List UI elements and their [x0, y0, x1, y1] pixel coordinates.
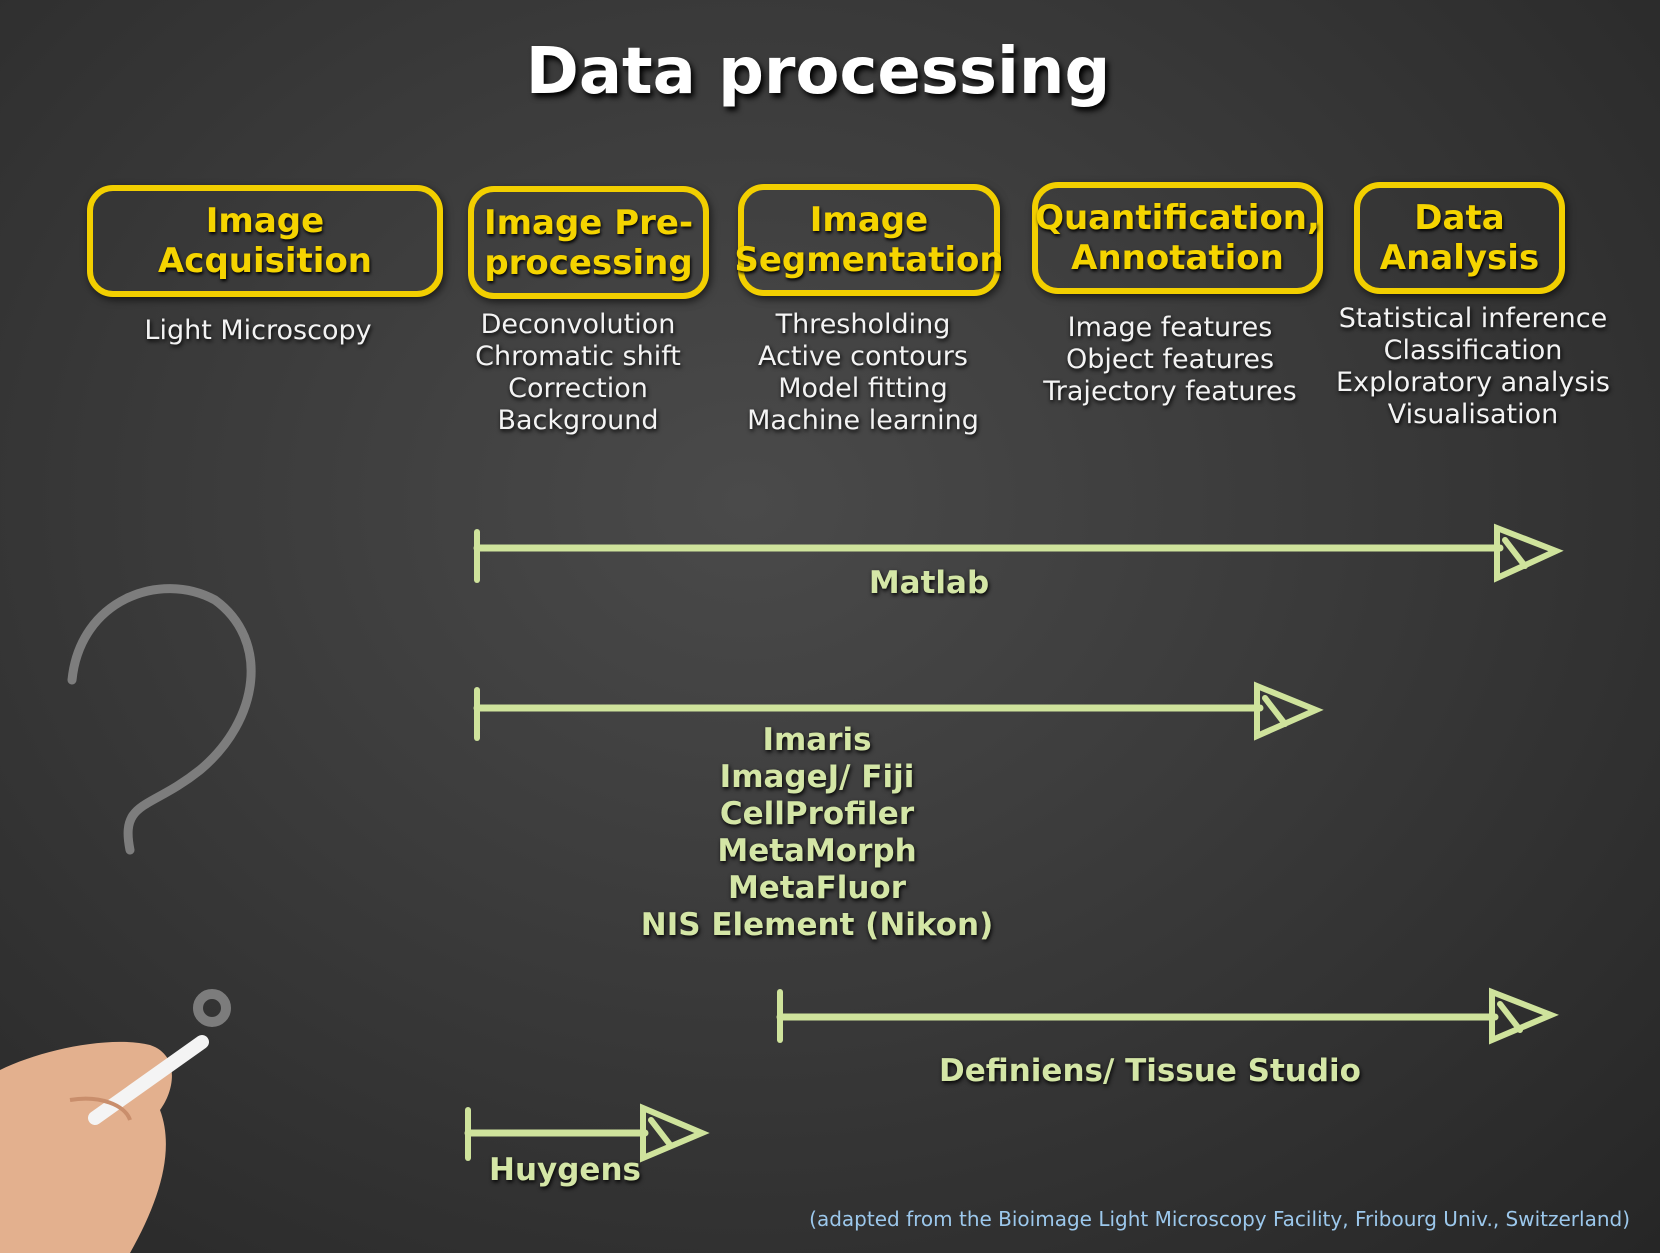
list-item: Thresholding: [775, 309, 951, 340]
arrow-huygens: [464, 1103, 710, 1163]
arrow-matlab: [473, 523, 1564, 583]
arrow-imaris-group: [473, 681, 1324, 741]
stage-label: Image Pre-: [483, 202, 694, 243]
page-title: Data processing: [525, 35, 1111, 109]
stage-label: Quantification,: [1035, 198, 1320, 238]
list-item: Machine learning: [747, 405, 979, 436]
list-item: Deconvolution: [480, 309, 676, 340]
stage-label: Image: [809, 200, 929, 240]
stage-items-quantification: Image features Object features Trajector…: [1020, 312, 1320, 408]
hand-with-chalk-icon: [0, 1035, 209, 1253]
stage-label: Annotation: [1071, 238, 1284, 278]
list-item: Correction: [508, 373, 648, 404]
stage-label: processing: [484, 242, 693, 283]
list-item: Chromatic shift: [475, 341, 681, 372]
stage-items-data-analysis: Statistical inference Classification Exp…: [1323, 303, 1623, 431]
stage-label: Data: [1414, 198, 1505, 238]
list-item: Model fitting: [778, 373, 948, 404]
list-item: Statistical inference: [1338, 303, 1608, 334]
tool-label: CellProfiler: [719, 796, 915, 832]
tool-label: Imaris: [762, 722, 872, 758]
stage-label: Segmentation: [734, 240, 1004, 280]
stage-box-preprocessing: Image Pre-processing: [468, 186, 709, 299]
stage-items-acquisition: Light Microscopy: [108, 315, 408, 347]
list-item: Light Microscopy: [144, 315, 372, 346]
stage-label: Analysis: [1379, 238, 1540, 278]
tool-label-definiens: Definiens/ Tissue Studio: [939, 1053, 1361, 1089]
tool-label: MetaMorph: [717, 833, 917, 869]
list-item: Classification: [1383, 335, 1563, 366]
list-item: Background: [497, 405, 659, 436]
tool-list-imaris-group: Imaris ImageJ/ Fiji CellProfiler MetaMor…: [617, 722, 1017, 944]
list-item: Visualisation: [1387, 399, 1559, 430]
list-item: Object features: [1065, 344, 1275, 375]
tool-label: ImageJ/ Fiji: [719, 759, 915, 795]
list-item: Trajectory features: [1043, 376, 1297, 407]
tool-label-huygens: Huygens: [489, 1152, 641, 1188]
tool-label: NIS Element (Nikon): [640, 907, 994, 943]
list-item: Active contours: [758, 341, 968, 372]
stage-box-quantification: Quantification,Annotation: [1032, 182, 1323, 294]
stage-items-preprocessing: Deconvolution Chromatic shift Correction…: [428, 309, 728, 437]
tool-label-matlab: Matlab: [868, 565, 990, 601]
list-item: Image features: [1067, 312, 1273, 343]
stage-items-segmentation: Thresholding Active contours Model fitti…: [713, 309, 1013, 437]
arrow-definiens: [776, 987, 1559, 1045]
stage-box-image-acquisition: Image Acquisition: [87, 185, 443, 297]
stage-label: Image Acquisition: [157, 201, 373, 281]
tool-label: MetaFluor: [727, 870, 907, 906]
credit-note: (adapted from the Bioimage Light Microsc…: [809, 1207, 1630, 1231]
list-item: Exploratory analysis: [1336, 367, 1610, 398]
question-mark-icon: [67, 584, 256, 1027]
